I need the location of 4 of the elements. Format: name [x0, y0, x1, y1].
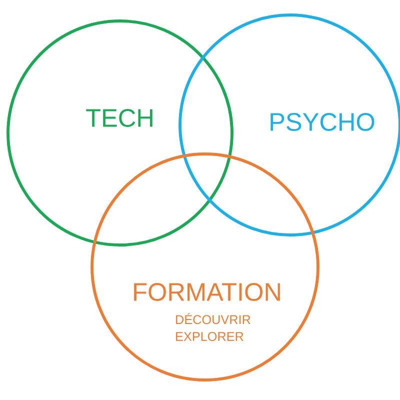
- circle-label: FORMATION: [134, 283, 280, 301]
- circle-label: DÉCOUVRIR EXPLORER: [176, 313, 250, 341]
- circle-label: PSYCHO: [270, 113, 374, 131]
- circle-label: TECH: [86, 109, 152, 127]
